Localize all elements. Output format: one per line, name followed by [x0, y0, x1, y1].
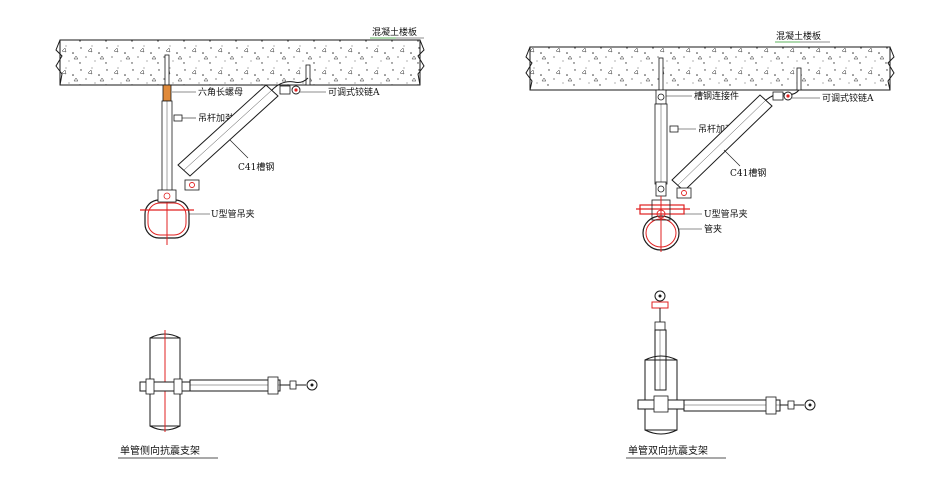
left-hex-nut [162, 84, 172, 102]
left-plan: 单管侧向抗震支架 [118, 330, 318, 459]
right-plan-pipe [644, 359, 678, 431]
left-concrete-slab [59, 39, 421, 86]
left-hinge-a [271, 64, 311, 95]
left-elevation: 混凝土楼板 六角长螺母 吊杆加劲件 U型管吊夹 [55, 26, 425, 245]
left-title: 单管侧向抗震支架 [120, 444, 200, 457]
right-channel-connector [655, 89, 667, 105]
left-hinge-label: 可调式铰链A [328, 86, 380, 98]
right-pipe-clamp-label: 管夹 [704, 223, 722, 235]
right-hinge-label: 可调式铰链A [822, 92, 874, 104]
right-title: 单管双向抗震支架 [628, 444, 708, 457]
left-u-clamp [140, 189, 194, 245]
left-channel-label: C41槽钢 [238, 161, 274, 173]
right-plan-horizontal-brace [683, 399, 781, 412]
right-concrete-slab [529, 46, 891, 91]
right-plan: 单管双向抗震支架 [626, 290, 816, 459]
left-clamp-label: U型管吊夹 [211, 208, 255, 220]
right-elevation: 混凝土楼板 槽钢连接件 吊杆加劲件 U型管吊夹 管夹 [525, 30, 895, 252]
right-connector-label: 槽钢连接件 [694, 90, 739, 102]
right-hinge-a [765, 67, 802, 101]
left-c41-channel [177, 84, 279, 191]
left-slab-label: 混凝土楼板 [372, 26, 417, 38]
right-c41-channel [671, 94, 773, 199]
left-plan-brace [189, 379, 281, 392]
left-nut-label: 六角长螺母 [198, 86, 243, 98]
right-clamp-label: U型管吊夹 [704, 208, 748, 220]
right-slab-label: 混凝土楼板 [776, 30, 821, 42]
right-channel-label: C41槽钢 [730, 167, 766, 179]
right-pipe-clamp-assembly [636, 196, 690, 252]
